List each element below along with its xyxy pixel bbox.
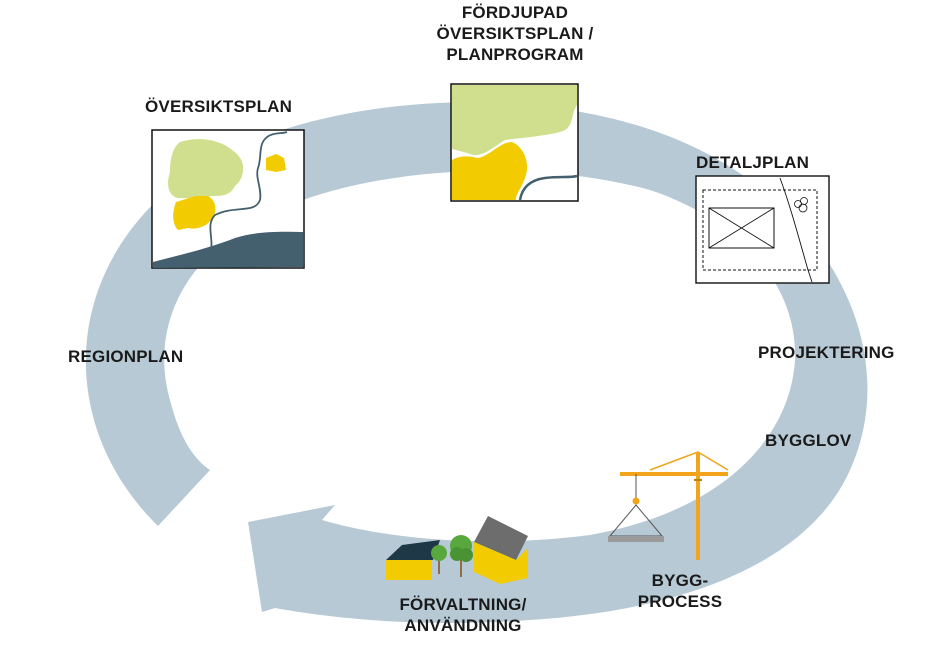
label-byggprocess: BYGG- PROCESS xyxy=(636,570,724,612)
label-forvaltning-anvandning: FÖRVALTNING/ ANVÄNDNING xyxy=(378,594,548,636)
detail-plan-icon xyxy=(695,175,830,284)
label-oversiktsplan: ÖVERSIKTSPLAN xyxy=(145,97,293,116)
label-fordjupad-line1: FÖRDJUPAD xyxy=(461,3,569,22)
label-fordjupad-line3: PLANPROGRAM xyxy=(446,45,584,64)
label-byggprocess-line1: BYGG- xyxy=(651,571,709,590)
label-detaljplan: DETALJPLAN xyxy=(696,153,810,172)
label-forvaltning-line1: FÖRVALTNING/ xyxy=(399,595,527,614)
label-regionplan: REGIONPLAN xyxy=(68,347,184,366)
houses-trees-icon xyxy=(386,516,528,584)
label-bygglov: BYGGLOV xyxy=(765,431,852,450)
label-projektering: PROJEKTERING xyxy=(758,343,895,362)
label-fordjupad-line2: ÖVERSIKTSPLAN / xyxy=(436,24,594,43)
label-forvaltning-line2: ANVÄNDNING xyxy=(404,616,522,635)
label-byggprocess-line2: PROCESS xyxy=(637,592,723,611)
overview-map-icon xyxy=(151,129,305,269)
label-fordjupad-oversiktsplan: FÖRDJUPAD ÖVERSIKTSPLAN / PLANPROGRAM xyxy=(420,2,610,65)
crane-icon xyxy=(608,451,729,560)
detailed-overview-map-icon xyxy=(450,83,579,202)
